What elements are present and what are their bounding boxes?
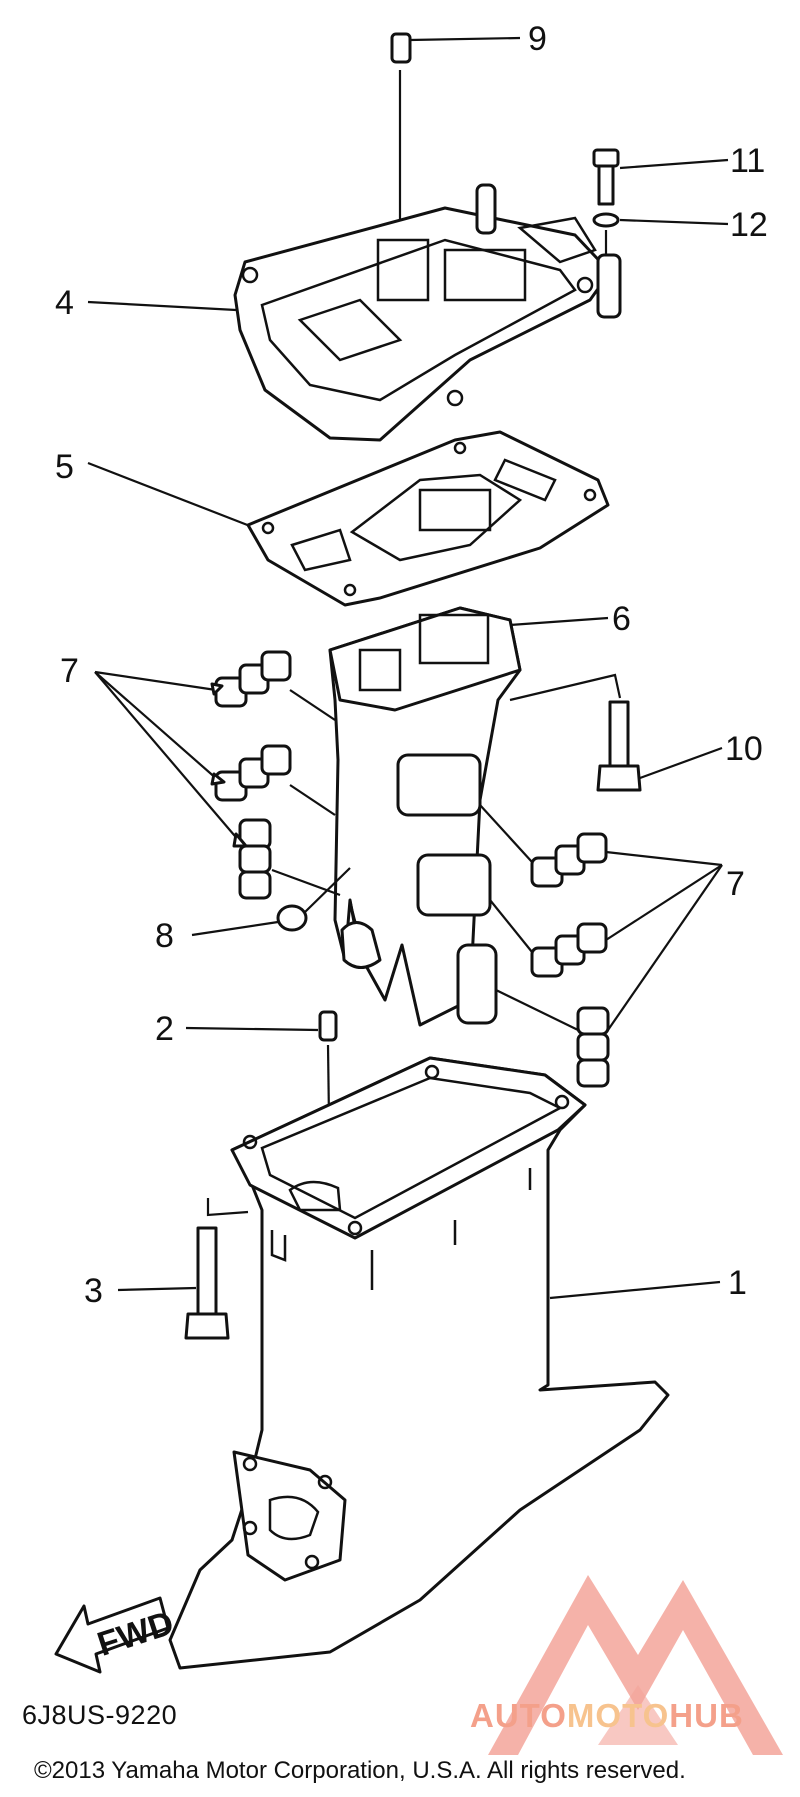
part-12-washer — [592, 212, 729, 255]
callout-11: 11 — [730, 142, 765, 180]
part-8-plug — [191, 867, 351, 937]
callout-7-left: 7 — [60, 652, 79, 690]
callout-6: 6 — [612, 600, 631, 638]
part-7-mounts-right — [479, 804, 723, 1088]
part-2-dowel-pin — [185, 1010, 338, 1196]
part-11-bolt — [592, 148, 729, 206]
part-1-lower-casing — [168, 1056, 721, 1670]
watermark-hub: HUB — [669, 1697, 744, 1734]
part-6-center-casting — [328, 606, 622, 1027]
part-9-dowel-pin — [390, 32, 521, 230]
callout-9: 9 — [528, 20, 547, 58]
part-code: 6J8US-9220 — [22, 1700, 178, 1730]
callout-5: 5 — [55, 448, 74, 486]
part-7-mounts-left — [94, 650, 341, 900]
watermark-moto: MOTO — [566, 1697, 670, 1734]
callout-7-right: 7 — [726, 865, 745, 903]
callout-12: 12 — [730, 206, 768, 244]
copyright-notice: ©2013 Yamaha Motor Corporation, U.S.A. A… — [34, 1757, 686, 1784]
callout-3: 3 — [84, 1272, 103, 1310]
watermark-auto: AUTO — [470, 1697, 567, 1734]
watermark-logo-mark — [488, 1575, 783, 1755]
part-3-bolt — [117, 1198, 249, 1340]
watermark-logo-text: AUTOMOTOHUB — [470, 1697, 744, 1735]
callout-2: 2 — [155, 1010, 174, 1048]
callout-8: 8 — [155, 917, 174, 955]
callout-4: 4 — [55, 284, 74, 322]
callout-1: 1 — [728, 1264, 747, 1302]
callout-10: 10 — [725, 730, 763, 768]
fwd-direction-arrow: FWD — [54, 1596, 178, 1674]
part-10-bolt — [596, 700, 723, 792]
part-5-gasket — [87, 430, 610, 607]
part-4-mount-plate — [87, 183, 622, 442]
